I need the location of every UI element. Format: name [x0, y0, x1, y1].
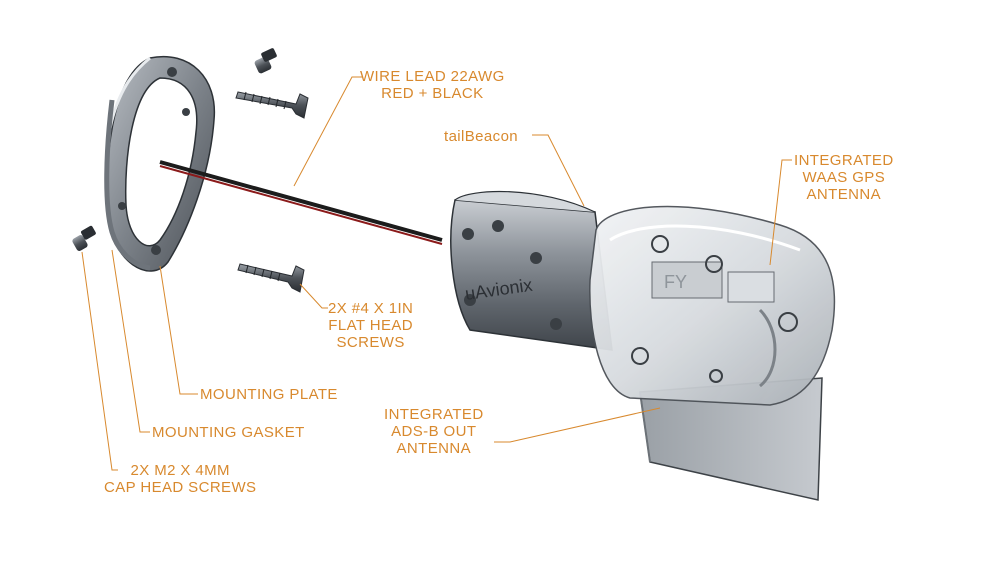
label-gps-line3: ANTENNA — [806, 186, 882, 203]
label-gps-line1: INTEGRATED — [794, 152, 894, 169]
leader-cap-screws — [81, 251, 118, 471]
label-adsb-line3: ANTENNA — [396, 440, 472, 457]
label-cap-screws: 2X M2 X 4MM CAP HEAD SCREWS — [104, 462, 256, 496]
leader-flat-screws — [299, 283, 328, 309]
flat-head-screw-top — [235, 91, 309, 119]
label-flat-screws: 2X #4 X 1IN FLAT HEAD SCREWS — [328, 300, 413, 351]
label-mounting-plate: MOUNTING PLATE — [200, 386, 338, 403]
label-cap-screws-line2: CAP HEAD SCREWS — [104, 479, 257, 496]
cap-screw-top — [254, 48, 277, 74]
label-adsb: INTEGRATED ADS-B OUT ANTENNA — [384, 406, 484, 457]
label-gps-line2: WAAS GPS — [802, 169, 886, 186]
tailbeacon-body: uAvionix — [450, 190, 613, 351]
leader-wire-lead — [293, 76, 362, 187]
label-wire-lead-line2: RED + BLACK — [381, 85, 484, 102]
leader-gps — [769, 159, 792, 266]
cap-screw-bottom — [72, 225, 96, 251]
label-mounting-gasket: MOUNTING GASKET — [152, 424, 305, 441]
leader-tailbeacon — [532, 134, 585, 207]
label-adsb-line2: ADS-B OUT — [391, 423, 477, 440]
leader-adsb — [494, 407, 661, 443]
flat-head-screw-bottom — [237, 263, 305, 293]
label-wire-lead-line1: WIRE LEAD 22AWG — [360, 68, 505, 85]
label-tailbeacon: tailBeacon — [444, 128, 519, 145]
label-flat-screws-line3: SCREWS — [336, 334, 405, 351]
label-flat-screws-line2: FLAT HEAD — [328, 317, 414, 334]
wire-lead — [159, 160, 443, 245]
mounting-gasket — [104, 99, 151, 271]
label-adsb-line1: INTEGRATED — [384, 406, 484, 423]
leader-lines — [81, 76, 792, 471]
label-flat-screws-line1: 2X #4 X 1IN — [328, 300, 414, 317]
leader-mounting-plate — [159, 265, 198, 395]
window-text: FY — [664, 272, 687, 292]
leader-mounting-gasket — [111, 249, 150, 433]
label-gps: INTEGRATED WAAS GPS ANTENNA — [794, 152, 894, 203]
label-cap-screws-line1: 2X M2 X 4MM — [130, 462, 230, 479]
clear-antenna-housing: FY — [589, 205, 836, 406]
label-wire-lead: WIRE LEAD 22AWG RED + BLACK — [360, 68, 505, 102]
